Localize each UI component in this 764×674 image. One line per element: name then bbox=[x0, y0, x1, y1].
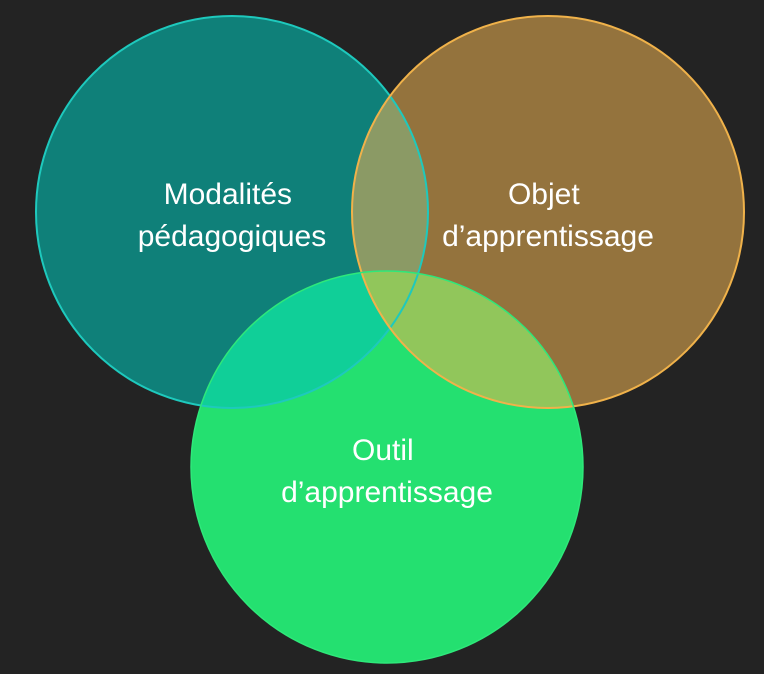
label-outil-line-1: Outil bbox=[352, 434, 414, 467]
label-modalites-line-1: Modalités bbox=[164, 178, 292, 211]
label-objet-line-1: Objet bbox=[508, 178, 580, 211]
outline-outil bbox=[190, 270, 584, 664]
outline-modalites bbox=[35, 15, 429, 409]
overlap-objet-outil bbox=[352, 271, 583, 408]
label-objet: Objet d’apprentissage bbox=[442, 178, 654, 253]
overlap-modalites-outil bbox=[191, 271, 428, 408]
outline-objet bbox=[351, 15, 745, 409]
label-outil: Outil d’apprentissage bbox=[281, 434, 493, 509]
label-modalites-line-2: pédagogiques bbox=[138, 220, 327, 253]
label-modalites: Modalités pédagogiques bbox=[138, 178, 327, 253]
label-outil-line-2: d’apprentissage bbox=[281, 476, 493, 509]
label-objet-line-2: d’apprentissage bbox=[442, 220, 654, 253]
